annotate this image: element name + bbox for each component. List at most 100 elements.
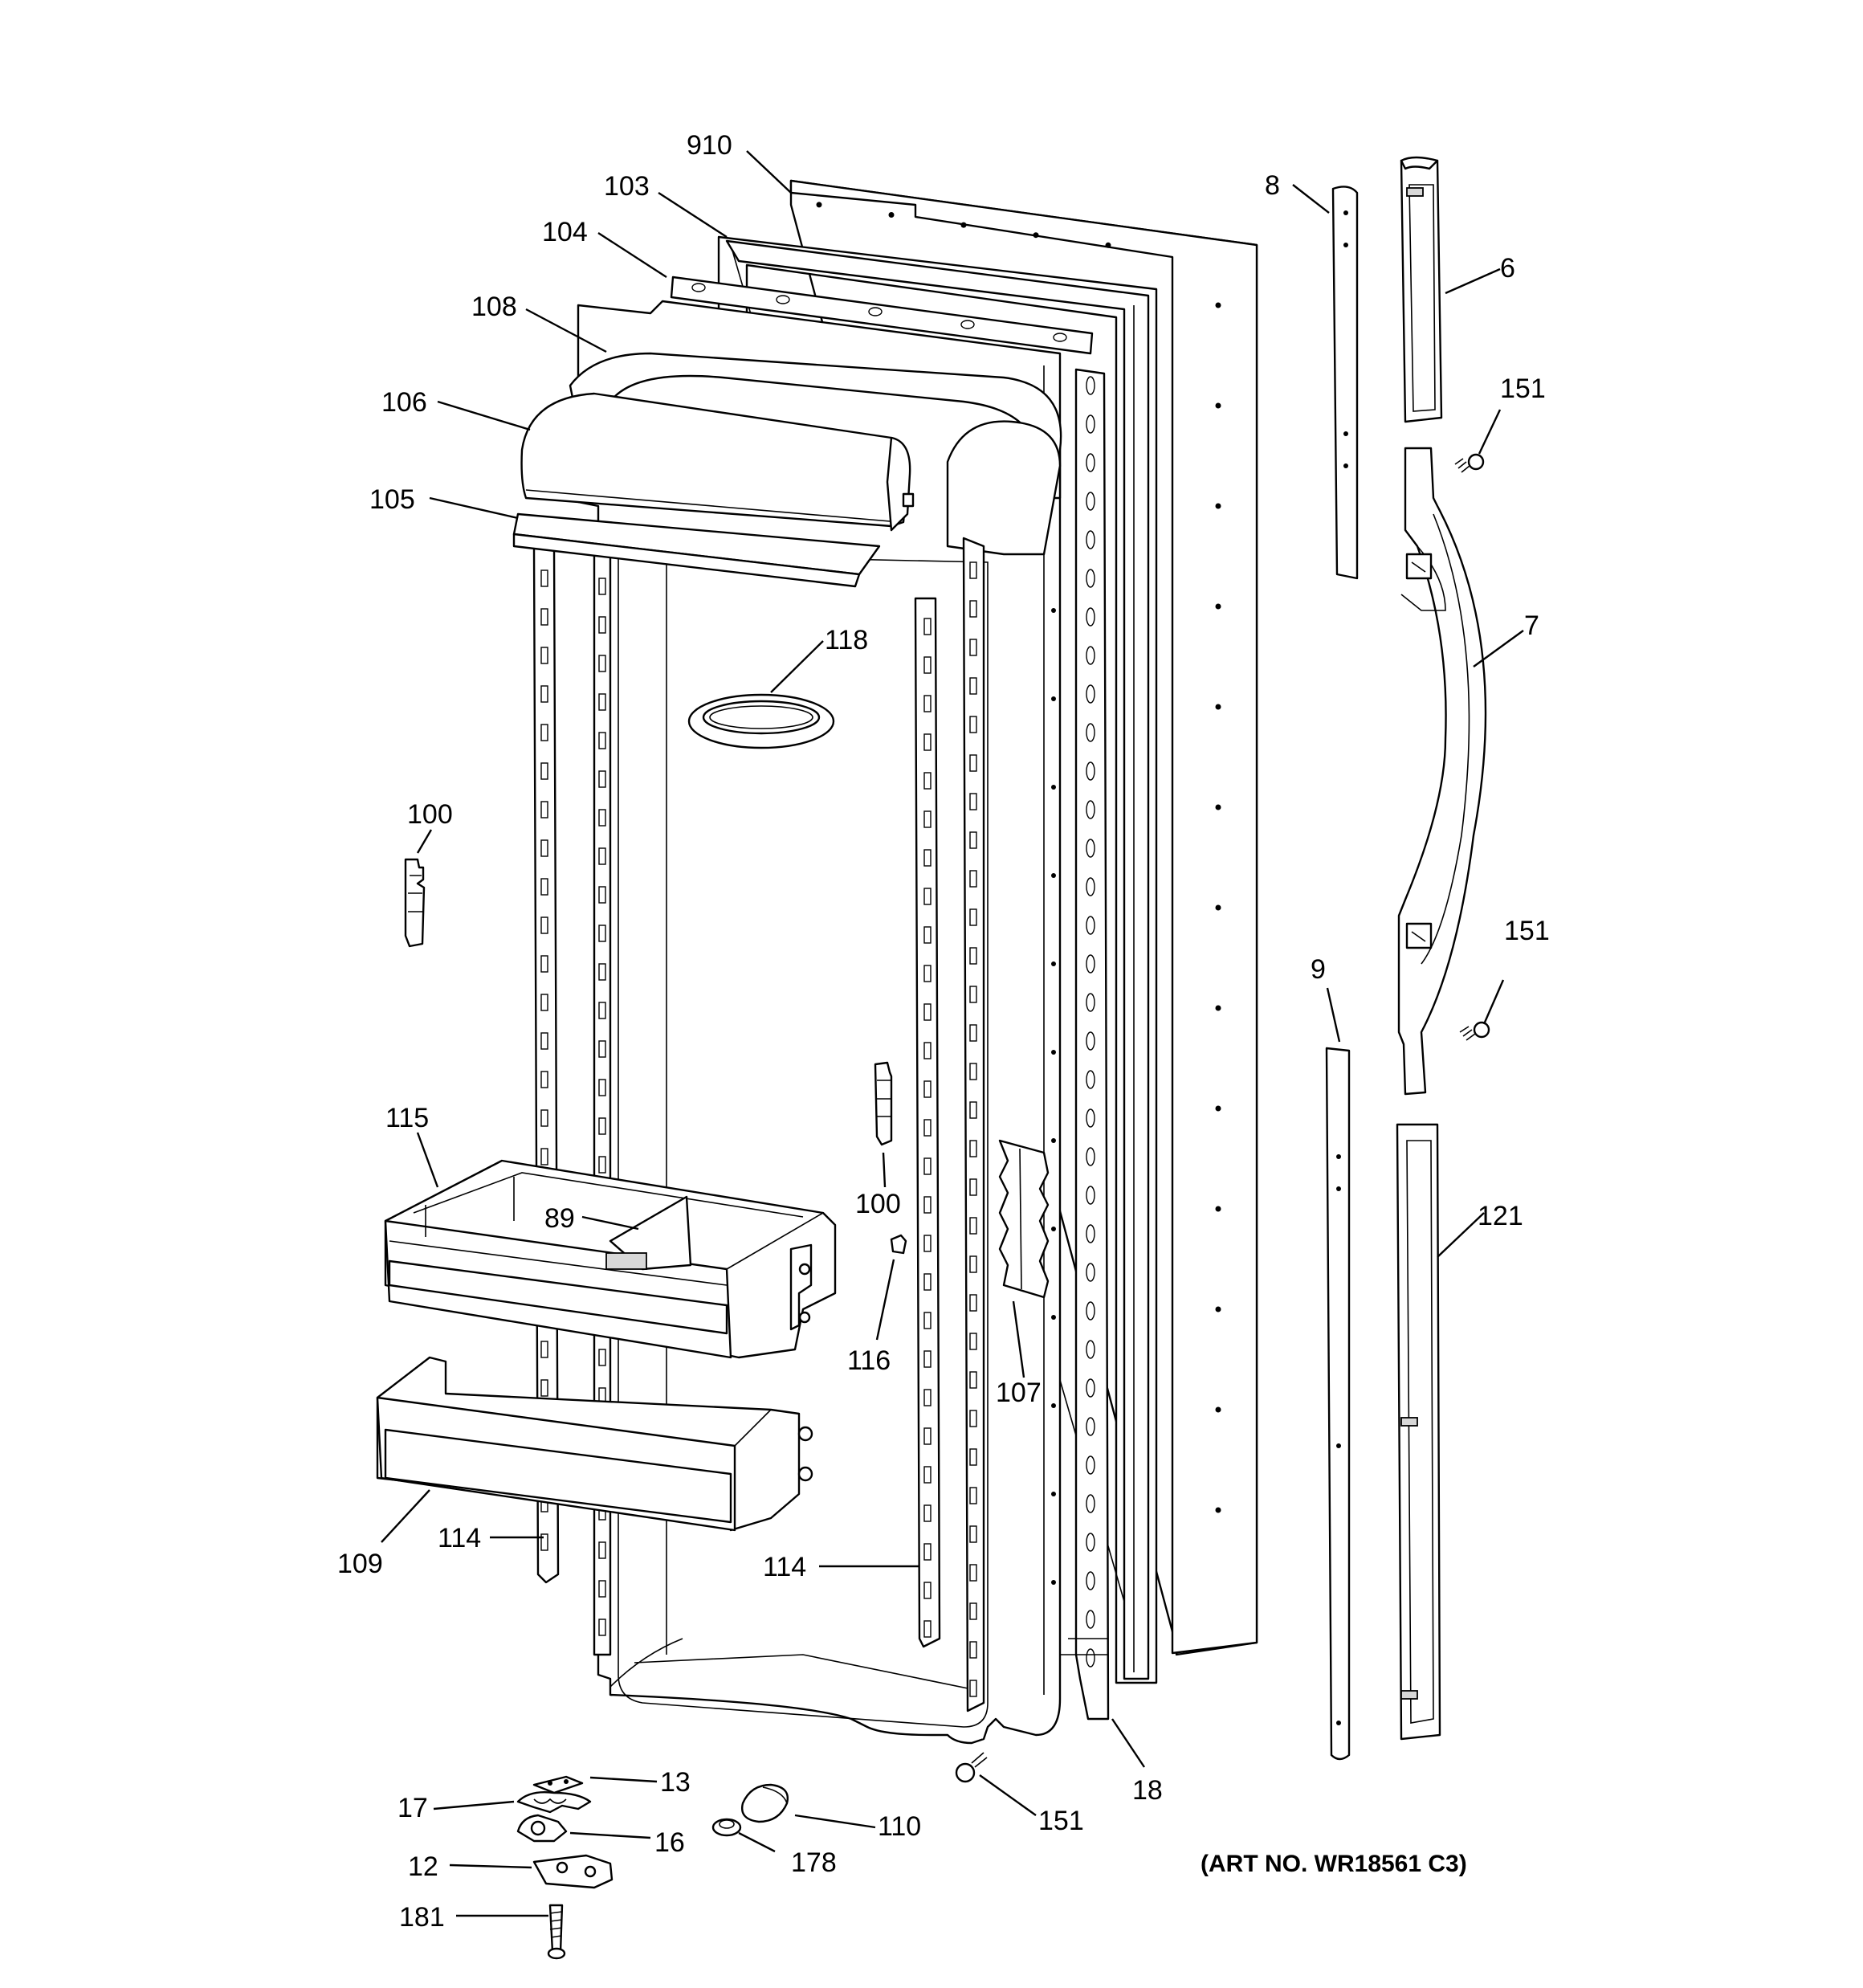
shelf-slot (969, 639, 977, 656)
callout-8: 8 (1265, 170, 1280, 201)
shelf-slot (540, 762, 548, 780)
callout-106: 106 (381, 387, 427, 418)
liner-hole (1051, 961, 1056, 966)
callout-12: 12 (408, 1851, 438, 1882)
shelf-slot (969, 716, 977, 733)
shelf-slot (923, 1080, 932, 1098)
shelf-slot (598, 770, 606, 788)
ladder-hole (1086, 1610, 1095, 1629)
liner-hole (1051, 1580, 1056, 1585)
liner-hole (1051, 1403, 1056, 1408)
liner-hole (1051, 696, 1056, 701)
top-trim-strip (670, 276, 1094, 355)
shelf-slot (598, 1002, 606, 1019)
hole-plug (711, 1818, 742, 1837)
liner-hole (1051, 608, 1056, 613)
shelf-slot (969, 1217, 977, 1235)
panel-screw-hole (1215, 402, 1221, 409)
ladder-hole (1086, 1494, 1095, 1513)
screw-lower (1459, 1021, 1490, 1041)
shelf-slot (923, 1504, 932, 1522)
art-number: (ART NO. WR18561 C3) (1201, 1851, 1467, 1877)
handle-trim-strip-top (1331, 186, 1359, 580)
hinge-bushing (516, 1814, 568, 1843)
shelf-slot (969, 600, 977, 618)
shelf-slot (540, 955, 548, 973)
ladder-hole (1086, 954, 1095, 974)
shelf-slot (598, 578, 606, 595)
callout-151-upper: 151 (1500, 374, 1546, 404)
ladder-hole (1086, 646, 1095, 665)
callout-107: 107 (996, 1378, 1042, 1408)
shelf-slot (598, 1619, 606, 1636)
ladder-hole (1086, 800, 1095, 819)
shelf-slot (969, 831, 977, 849)
shelf-slot (923, 1003, 932, 1021)
callout-116: 116 (847, 1345, 891, 1376)
shelf-slot (923, 1235, 932, 1252)
shelf-slot (923, 1543, 932, 1561)
shelf-slot (969, 561, 977, 579)
shelf-slot (540, 1341, 548, 1358)
shelf-slot (969, 1602, 977, 1620)
callout-100-left: 100 (407, 799, 453, 830)
callout-118: 118 (825, 625, 868, 655)
shelf-slot (598, 616, 606, 634)
ladder-hole (1086, 1301, 1095, 1321)
shelf-slot (923, 1119, 932, 1137)
callout-13: 13 (660, 1767, 691, 1798)
shelf-slot (598, 1079, 606, 1096)
door-handle (1397, 447, 1487, 1096)
panel-screw-hole (1215, 704, 1221, 710)
shelf-clip-left (404, 858, 426, 948)
liner-hole (1051, 873, 1056, 878)
top-dairy-bin (520, 392, 915, 532)
shelf-slot (598, 1156, 606, 1174)
bin-cover-trim (512, 512, 881, 588)
shelf-slot (598, 1349, 606, 1366)
shelf-slot (540, 839, 548, 857)
hinge-cover-cap (741, 1783, 789, 1823)
shelf-slot (540, 916, 548, 934)
shelf-slot (540, 647, 548, 664)
shelf-slot (540, 1071, 548, 1088)
shelf-slot (923, 1389, 932, 1406)
hinge-screw (547, 1904, 566, 1960)
ladder-hole (1086, 569, 1095, 588)
shelf-slot (969, 1680, 977, 1697)
shelf-slot (969, 908, 977, 926)
shelf-slot (598, 963, 606, 981)
callout-910: 910 (687, 130, 732, 161)
shelf-slot (969, 1525, 977, 1543)
ladder-hole (1086, 1340, 1095, 1359)
ladder-hole (1086, 453, 1095, 472)
ladder-hole (1086, 877, 1095, 896)
shelf-slot (540, 1379, 548, 1397)
liner-hole (1051, 1050, 1056, 1055)
panel-screw-hole (1215, 1005, 1221, 1011)
shelf-slot (923, 1350, 932, 1368)
shelf-slot (969, 1024, 977, 1042)
shelf-slot (598, 1580, 606, 1598)
shelf-slot (969, 1371, 977, 1389)
shelf-slot (923, 1620, 932, 1638)
shelf-slot (598, 925, 606, 942)
oval-dish (687, 693, 835, 749)
ladder-hole (1086, 1455, 1095, 1475)
panel-screw-hole (888, 212, 895, 218)
shelf-slot (969, 947, 977, 965)
ladder-hole (1086, 376, 1095, 395)
callout-18: 18 (1132, 1775, 1163, 1806)
shelf-slot (969, 1333, 977, 1350)
ladder-hole (1086, 1031, 1095, 1051)
ladder-hole (1086, 1533, 1095, 1552)
ladder-hole (1086, 1070, 1095, 1089)
shelf-slot (598, 1541, 606, 1559)
liner-hole (1051, 1492, 1056, 1496)
shelf-slot (598, 847, 606, 865)
panel-screw-hole (960, 222, 967, 228)
callout-108: 108 (471, 292, 517, 322)
callout-100-center: 100 (855, 1189, 901, 1219)
ladder-hole (1086, 1147, 1095, 1166)
shelf-slot (540, 878, 548, 896)
